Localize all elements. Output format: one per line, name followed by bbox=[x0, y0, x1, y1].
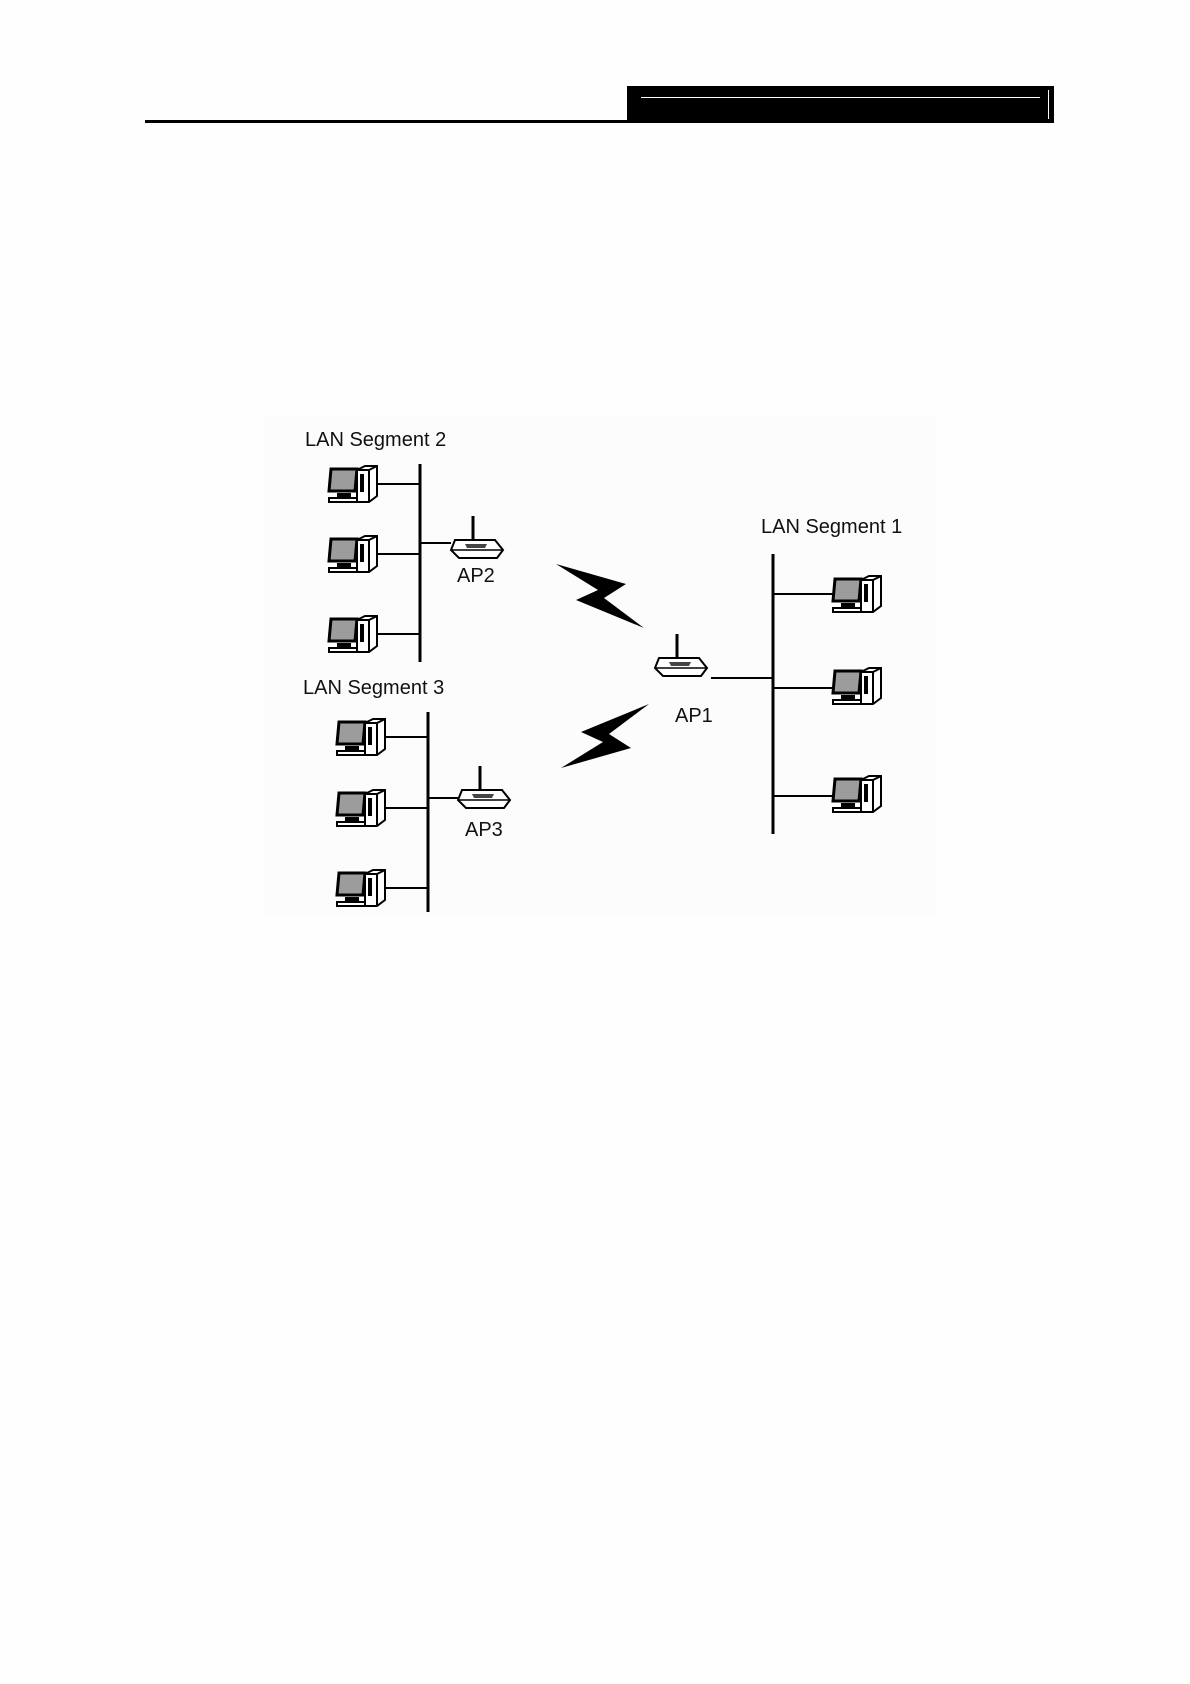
computer-icon bbox=[833, 776, 881, 812]
ap2-label: AP2 bbox=[457, 565, 495, 587]
ap3-label: AP3 bbox=[465, 819, 503, 841]
computer-icon bbox=[833, 576, 881, 612]
segment-3-label: LAN Segment 3 bbox=[303, 677, 444, 699]
network-diagram-svg: LAN Segment 2 AP2 LAN Segment 3 AP3 AP1 … bbox=[265, 416, 935, 916]
computer-icon bbox=[329, 536, 377, 572]
computer-icon bbox=[337, 870, 385, 906]
computer-icon bbox=[833, 668, 881, 704]
access-point-ap3-icon bbox=[458, 766, 510, 808]
header-rule bbox=[145, 120, 627, 123]
computer-icon bbox=[337, 719, 385, 755]
access-point-ap2-icon bbox=[451, 516, 503, 558]
network-diagram: LAN Segment 2 AP2 LAN Segment 3 AP3 AP1 … bbox=[265, 416, 935, 916]
computer-icon bbox=[337, 790, 385, 826]
header-bar bbox=[627, 86, 1054, 123]
wireless-signal-icon bbox=[561, 704, 649, 768]
header-bar-edge bbox=[1048, 90, 1049, 119]
segment-2-label: LAN Segment 2 bbox=[305, 429, 446, 451]
computer-icon bbox=[329, 466, 377, 502]
computer-icon bbox=[329, 616, 377, 652]
segment-1-label: LAN Segment 1 bbox=[761, 516, 902, 538]
access-point-ap1-icon bbox=[655, 634, 707, 676]
ap1-label: AP1 bbox=[675, 705, 713, 727]
wireless-signal-icon bbox=[556, 564, 644, 628]
header-bar-line bbox=[641, 97, 1040, 98]
